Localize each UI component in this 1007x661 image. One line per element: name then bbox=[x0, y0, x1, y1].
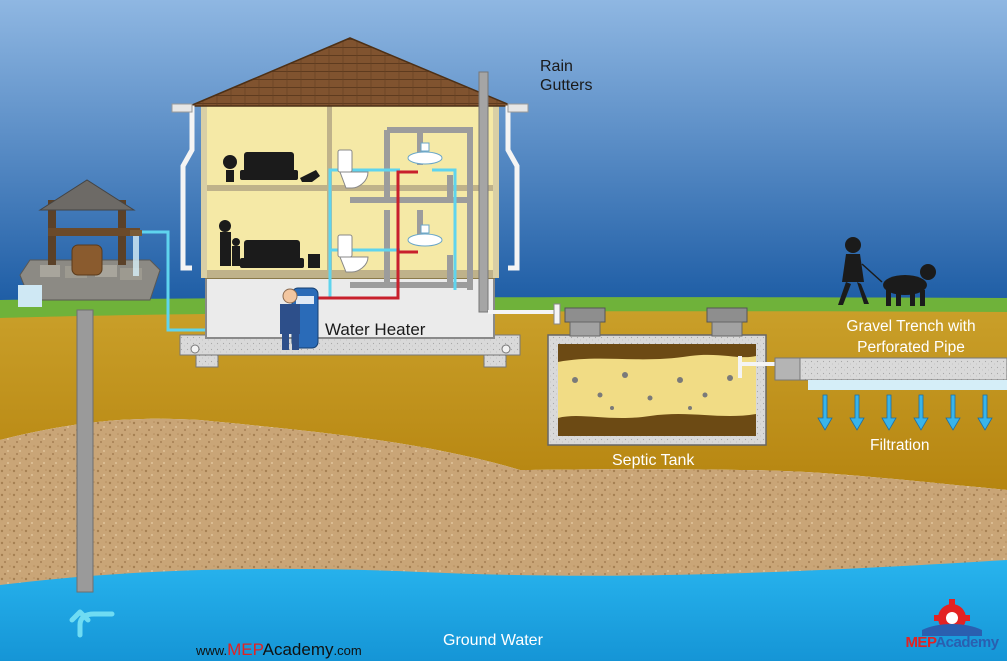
filtration-arrow bbox=[849, 394, 865, 431]
girl-walking-dog bbox=[838, 237, 936, 306]
vent-stack bbox=[478, 71, 489, 313]
gravel-trench bbox=[774, 357, 1007, 390]
website-highlight: MEP bbox=[227, 640, 263, 659]
filtration-arrow bbox=[913, 394, 929, 431]
water-heater-label: Water Heater bbox=[325, 320, 426, 339]
septic-tank bbox=[547, 307, 767, 446]
footing-right bbox=[483, 354, 507, 368]
ground-water-arrow bbox=[69, 609, 115, 638]
filtration-arrow bbox=[945, 394, 961, 431]
filtration-arrows bbox=[817, 394, 993, 431]
filtration-arrow bbox=[881, 394, 897, 431]
floor-slab-lower bbox=[206, 270, 494, 278]
gravel-trench-label: Gravel Trench with Perforated Pipe bbox=[816, 316, 1006, 358]
logo-text-academy: Academy bbox=[935, 634, 999, 651]
gutter-left bbox=[171, 103, 193, 113]
exterior-wall-left bbox=[201, 104, 207, 278]
rain-gutters-label-line2: Gutters bbox=[540, 77, 593, 94]
footing-left bbox=[195, 354, 219, 368]
sewer-inlet-tee bbox=[553, 303, 561, 325]
toilet-upper bbox=[337, 149, 369, 189]
gear-icon bbox=[922, 599, 982, 636]
ground-water-layer bbox=[0, 560, 1007, 661]
roof bbox=[189, 37, 513, 107]
filtration-label: Filtration bbox=[870, 437, 930, 454]
drain-tile-left bbox=[190, 344, 200, 354]
ground-water-label: Ground Water bbox=[443, 632, 543, 649]
logo-text-mep: MEP bbox=[905, 634, 936, 651]
gutter-right bbox=[507, 103, 529, 113]
septic-tank-label: Septic Tank bbox=[612, 452, 695, 469]
mep-academy-logo: MEPAcademy bbox=[898, 596, 1006, 656]
filtration-arrow bbox=[977, 394, 993, 431]
rain-gutters-label: Rain Gutters bbox=[540, 57, 592, 95]
toilet-lower bbox=[337, 234, 369, 273]
website-brand: Academy bbox=[262, 640, 334, 659]
well-casing-pipe bbox=[76, 309, 94, 593]
website-suffix: .com bbox=[333, 643, 362, 658]
exterior-wall-right bbox=[493, 104, 499, 278]
website-prefix: www. bbox=[196, 643, 228, 658]
lower-floor-furniture bbox=[219, 220, 320, 268]
upper-floor-furniture bbox=[223, 152, 320, 182]
gravel-soil-layer bbox=[0, 418, 1007, 585]
filtration-arrow bbox=[817, 394, 833, 431]
water-heater bbox=[280, 287, 319, 350]
gravel-trench-label-line2: Perforated Pipe bbox=[857, 339, 965, 356]
hot-water-piping bbox=[312, 170, 418, 300]
cold-water-piping bbox=[328, 168, 457, 298]
gravel-trench-label-line1: Gravel Trench with bbox=[846, 318, 976, 335]
drain-tile-right bbox=[501, 344, 511, 354]
sink-upper bbox=[407, 142, 443, 165]
logo-text: MEPAcademy bbox=[898, 634, 1006, 651]
rain-gutters-label-line1: Rain bbox=[540, 58, 573, 75]
sink-lower bbox=[407, 224, 443, 247]
water-well bbox=[18, 179, 161, 307]
drain-waste-piping bbox=[350, 127, 473, 290]
website-link[interactable]: www.MEPAcademy.com bbox=[196, 640, 362, 660]
